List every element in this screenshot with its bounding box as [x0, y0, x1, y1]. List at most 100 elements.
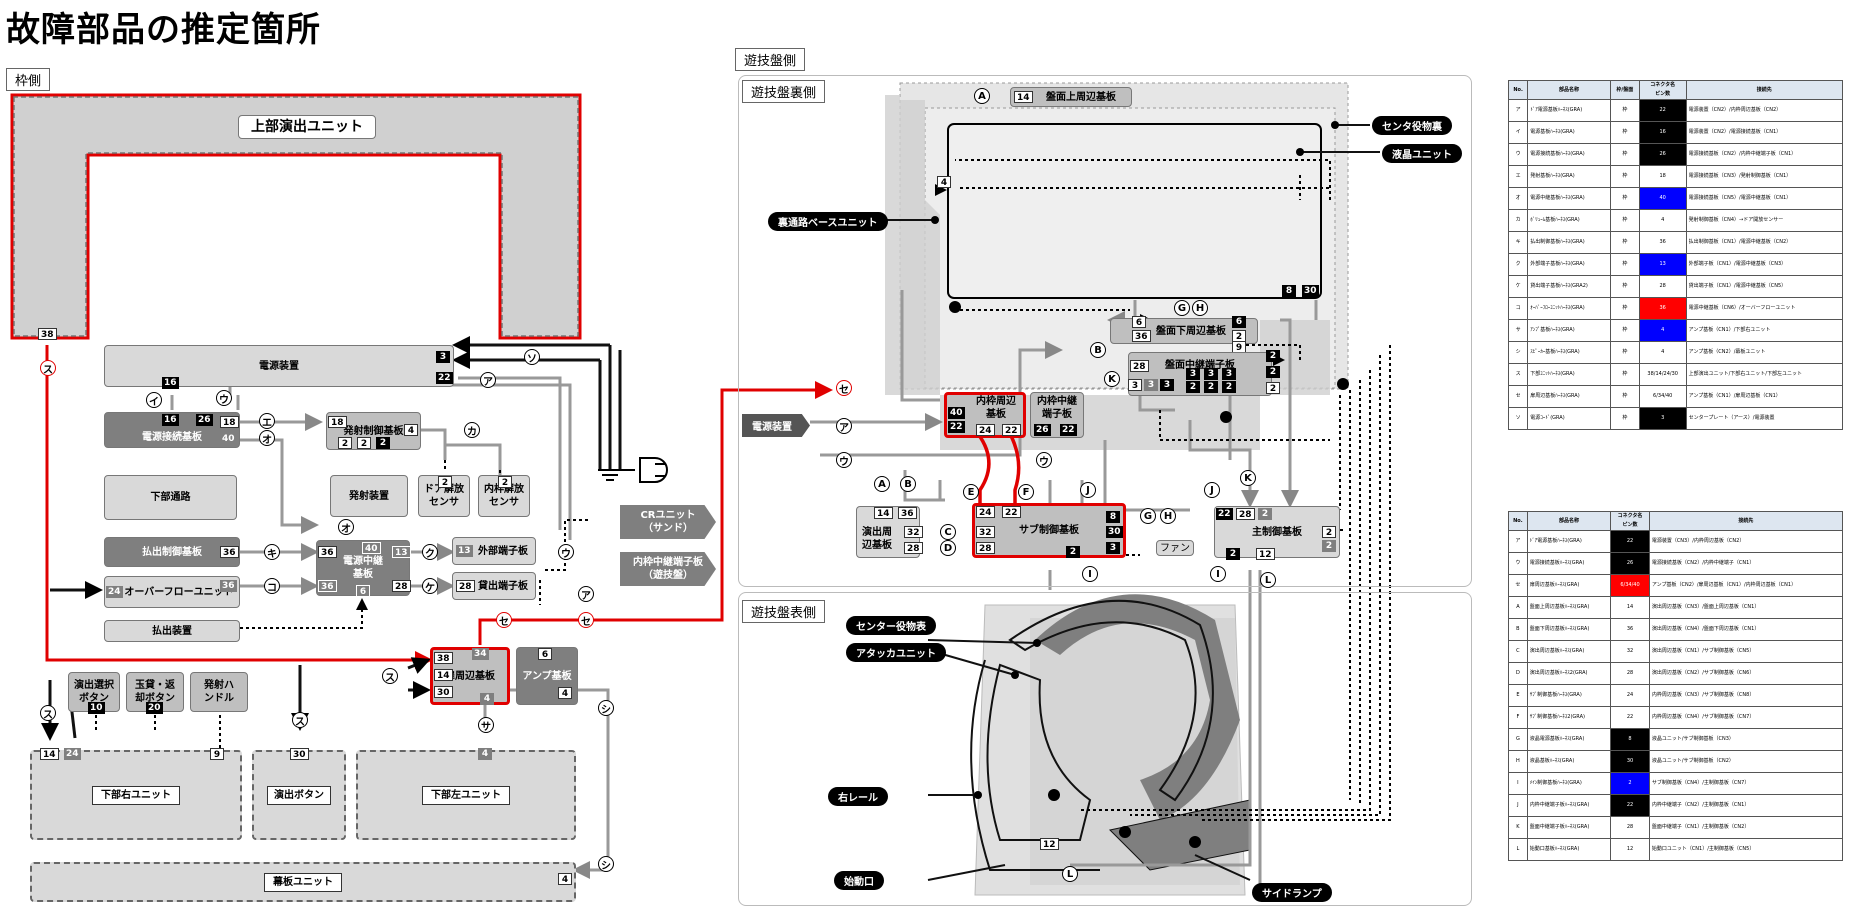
t2-cell-dest: アンプ基板（CN2）/扉周辺基板（CN1）/内枠周辺基板（CN1）: [1648, 574, 1844, 597]
t1-cell-side: 枠: [1609, 187, 1640, 210]
mark-G2: G: [1140, 508, 1156, 524]
t2-cell-no: D: [1508, 662, 1528, 685]
t1-cell-dest: 電源接続基板（CN5）/電源中継基板（CN1）: [1685, 187, 1844, 210]
t2-cell-pins: 14: [1610, 596, 1650, 619]
conn-14a: 14: [434, 669, 453, 681]
t2-cell-dest: 演出周辺基板（CN2）/サブ制御基板（CN6）: [1648, 662, 1844, 685]
t1-cell-no: ア: [1507, 99, 1529, 122]
conn-22d: 22: [1060, 424, 1077, 436]
conn-28e: 28: [976, 542, 995, 554]
power-supply: 電源装置: [104, 345, 454, 387]
t2-cell-no: B: [1508, 618, 1528, 641]
mark-o2: オ: [338, 519, 354, 535]
t1-cell-dest: 上部演出ユニット/下部右ユニット/下部左ユニット: [1685, 363, 1844, 386]
t1-cell-name: ﾄﾞｱ電源基板ﾊｰﾈｽ(GRA): [1527, 99, 1611, 122]
t1-cell-pins: 3: [1638, 407, 1687, 430]
t2-cell-no: G: [1508, 728, 1528, 751]
t2-cell-name: 内枠中継端子板ﾊｰﾈｽ(GRA): [1526, 794, 1612, 817]
conn-13a: 13: [392, 546, 411, 558]
conn-22c: 22: [1002, 424, 1021, 436]
t1-cell-side: 枠: [1609, 99, 1640, 122]
conn-3c: 3: [1222, 368, 1236, 380]
power-device-board: 電源装置: [742, 414, 810, 437]
t1-cell-no: ス: [1507, 363, 1529, 386]
t2-cell-pins: 36: [1610, 618, 1650, 641]
lcd-unit-label: 液晶ユニット: [1382, 144, 1462, 163]
conn-12a: 12: [1256, 548, 1275, 560]
conn-3g: 3: [1106, 542, 1120, 554]
conn-24c: 24: [976, 424, 995, 436]
mark-i: イ: [146, 392, 162, 408]
t1-cell-name: 外部端子基板ﾊｰﾈｽ(GRA): [1527, 253, 1611, 276]
t1-cell-no: カ: [1507, 209, 1529, 232]
t2-cell-dest: 電源装置（CN3）/内枠周辺基板（CN2）: [1648, 530, 1844, 553]
conn-28c: 28: [1130, 360, 1149, 372]
t2-cell-dest: 始動口ユニット（CN1）/主制御基板（CN5）: [1648, 838, 1844, 861]
t1-cell-side: 枠: [1609, 209, 1640, 232]
mark-so: ソ: [524, 349, 540, 365]
t2-cell-dest: 内枠中継端子（CN2）/主制御基板（CN1）: [1648, 794, 1844, 817]
mark-shi1: シ: [598, 700, 614, 716]
t1-cell-side: 枠: [1609, 319, 1640, 342]
t1-cell-no: ウ: [1507, 143, 1529, 166]
t1-cell-pins: 4: [1638, 209, 1687, 232]
conn-2e: 2: [498, 476, 512, 488]
board-front-panel: [738, 592, 1472, 906]
mark-H1: H: [1192, 300, 1208, 316]
mark-ke: ケ: [422, 578, 438, 594]
conn-38: 38: [38, 328, 57, 340]
conn-28f: 28: [1236, 508, 1255, 520]
t1-cell-no: サ: [1507, 319, 1529, 342]
t1-col-name: 部品名称: [1527, 80, 1611, 100]
t2-cell-dest: 液晶ユニット/サブ制御基板（CN2）: [1648, 750, 1844, 773]
page-title: 故障部品の推定箇所: [6, 10, 321, 50]
conn-6a: 6: [356, 585, 370, 597]
t2-cell-pins: 28: [1610, 816, 1650, 839]
harness-table-frame: No. 部品名称 枠/盤面 コネクタ名ピン数 接続先 アﾄﾞｱ電源基板ﾊｰﾈｽ(…: [1507, 80, 1844, 430]
payout-device: 払出装置: [104, 620, 240, 642]
mark-ko: コ: [264, 578, 280, 594]
t1-cell-name: 発射基板ﾊｰﾈｽ(GRA): [1527, 165, 1611, 188]
conn-22b: 22: [948, 421, 965, 433]
conn-6d: 6: [1232, 316, 1246, 328]
conn-36e: 36: [1132, 330, 1151, 342]
conn-6b: 6: [538, 648, 552, 660]
conn-4a: 4: [404, 424, 418, 436]
conn-3f: 3: [1160, 379, 1174, 391]
t2-cell-no: I: [1508, 772, 1528, 795]
t1-cell-name: 電源中継基板ﾊｰﾈｽ(GRA): [1527, 187, 1611, 210]
t1-cell-dest: 電源接続基板（CN3）/発射制御基板（CN1）: [1685, 165, 1844, 188]
conn-8b: 8: [1106, 511, 1120, 523]
t1-cell-dest: 電源装置（CN2）/内枠周辺基板（CN2）: [1685, 99, 1844, 122]
conn-9: 9: [210, 748, 224, 760]
t1-cell-dest: 電源中継基板（CN6）/オーバーフローユニット: [1685, 297, 1844, 320]
lower-left-unit: 下部左ユニット: [356, 750, 576, 840]
t2-cell-name: 盤面上周辺基板ﾊｰﾈｽ(GRA): [1526, 596, 1612, 619]
fan: ファン: [1156, 540, 1194, 556]
t2-cell-name: 液晶基板ﾊｰﾈｽ(GRA): [1526, 750, 1612, 773]
t2-col-no: No.: [1508, 511, 1528, 531]
t1-cell-dest: 払出制御基板（CN1）/電源中継基板（CN2）: [1685, 231, 1844, 254]
t2-cell-name: 盤面下周辺基板ﾊｰﾈｽ(GRA): [1526, 618, 1612, 641]
t2-cell-no: K: [1508, 816, 1528, 839]
conn-40a: 40: [220, 433, 237, 445]
conn-10: 10: [88, 702, 105, 714]
t1-col-conn: コネクタ名ピン数: [1638, 80, 1687, 100]
top-effect-unit: 上部演出ユニット: [238, 115, 376, 139]
t2-cell-no: ウ: [1508, 552, 1528, 575]
t1-cell-no: シ: [1507, 341, 1529, 364]
